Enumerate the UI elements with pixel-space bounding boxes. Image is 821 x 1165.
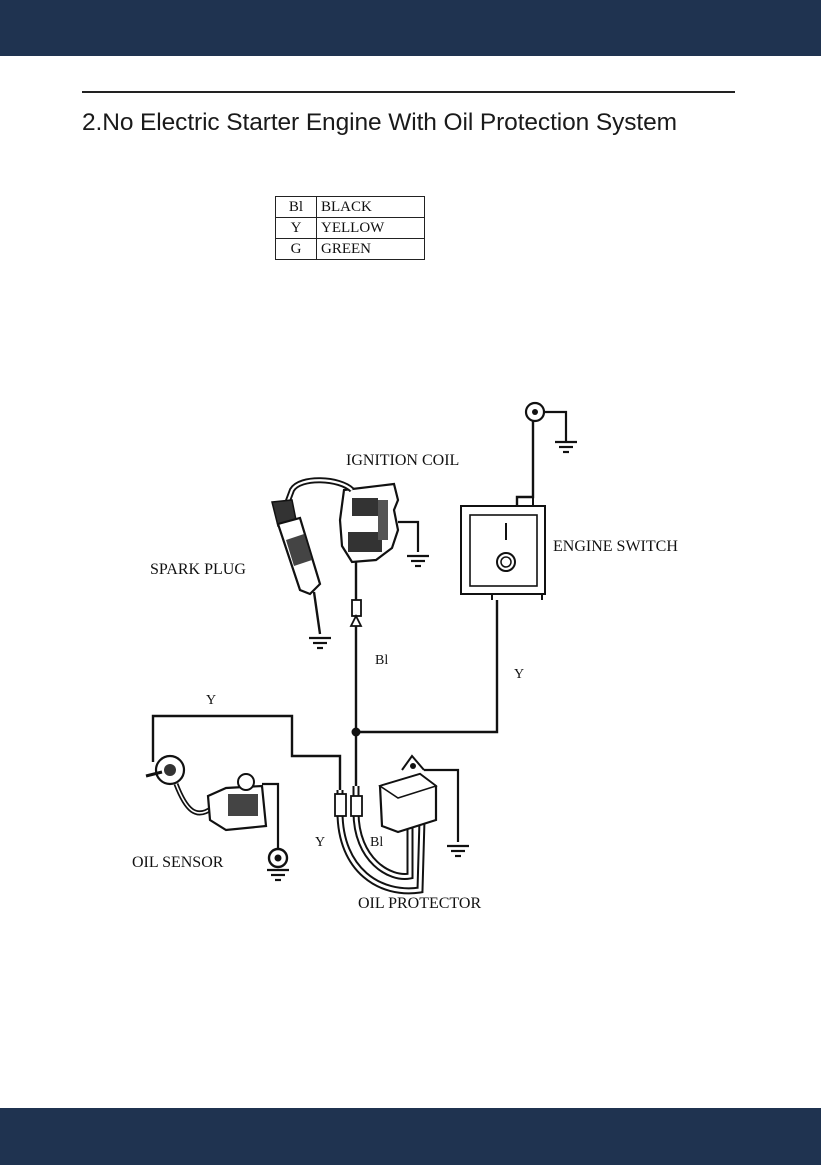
ignition-coil-label: IGNITION COIL — [346, 452, 459, 469]
wire-label-y-sensor: Y — [206, 693, 216, 708]
coil-black-wire — [351, 562, 361, 786]
footer-band — [0, 1108, 821, 1165]
engine-switch — [461, 506, 545, 600]
oil-sensor-label: OIL SENSOR — [132, 854, 224, 871]
oil-protector-label: OIL PROTECTOR — [358, 895, 481, 912]
wire-label-y-protector: Y — [315, 835, 325, 850]
engine-switch-label: ENGINE SWITCH — [553, 538, 678, 555]
wire-label-bl-protector: Bl — [370, 835, 383, 850]
spark-plug — [272, 500, 331, 648]
switch-yellow-wire — [352, 600, 498, 737]
switch-ground-terminal — [517, 403, 577, 506]
wire-label-bl-coil: Bl — [375, 653, 388, 668]
spark-plug-label: SPARK PLUG — [150, 561, 246, 578]
wire-label-y-switch: Y — [514, 667, 524, 682]
